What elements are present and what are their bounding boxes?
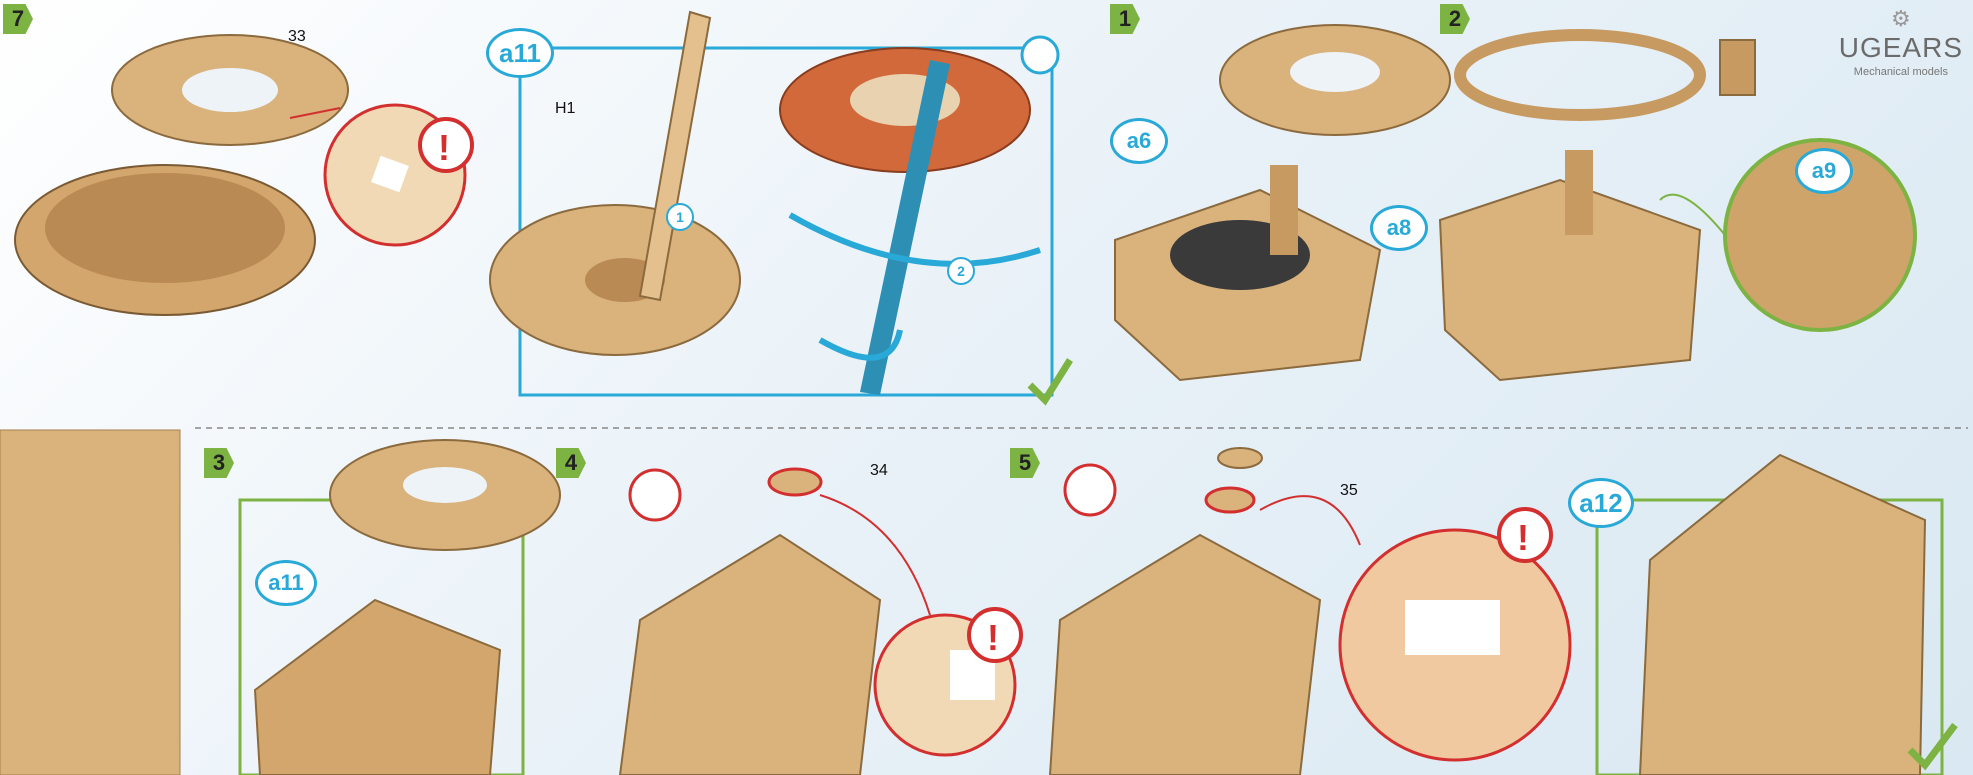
brand-tagline: Mechanical models [1839,66,1963,78]
part-number-33: 33 [288,28,306,46]
brand-name: UGEARS [1839,32,1963,64]
step7-top-gear [112,35,348,145]
plywood-sheet [0,430,180,775]
glue-icon-1 [630,470,680,520]
step2-ring [1460,35,1755,115]
part-label-a8: a8 [1370,205,1428,251]
rotation-step-2: 2 [947,257,975,285]
tool-label-h1: H1 [555,100,575,118]
step7-bottom-gear [15,165,315,315]
glue-icon-2 [1065,465,1115,515]
part-label-a11-bottom: a11 [255,560,317,606]
part35-a [1218,448,1262,468]
a12-assembly [1640,455,1925,775]
step3-gear [330,440,560,550]
part-label-a6: a6 [1110,118,1168,164]
svg-text:!: ! [987,617,999,658]
gear-settings-icon [1022,37,1058,73]
step5-stack [1050,535,1320,775]
part34 [769,469,821,495]
part-label-a9: a9 [1795,148,1853,194]
check-icon-1 [1030,360,1070,400]
part-label-a11-top: a11 [486,28,554,78]
rotation-step-1: 1 [666,203,694,231]
svg-text:!: ! [1517,517,1529,558]
step2-base [1440,150,1700,380]
part35-b [1206,488,1254,512]
step1-base [1115,165,1380,380]
ugears-logo: ⚙ UGEARS Mechanical models [1839,6,1963,78]
step1-top-gear [1220,25,1450,135]
part-label-a12: a12 [1568,478,1634,528]
part-number-35: 35 [1340,482,1358,500]
step3-base [255,600,500,775]
a11-red-gear [780,48,1030,172]
step4-stack [620,535,880,775]
part-number-34: 34 [870,462,888,480]
svg-text:!: ! [438,127,450,168]
a11-gear-base [490,205,740,355]
gear-cluster-icon: ⚙ [1839,6,1963,32]
